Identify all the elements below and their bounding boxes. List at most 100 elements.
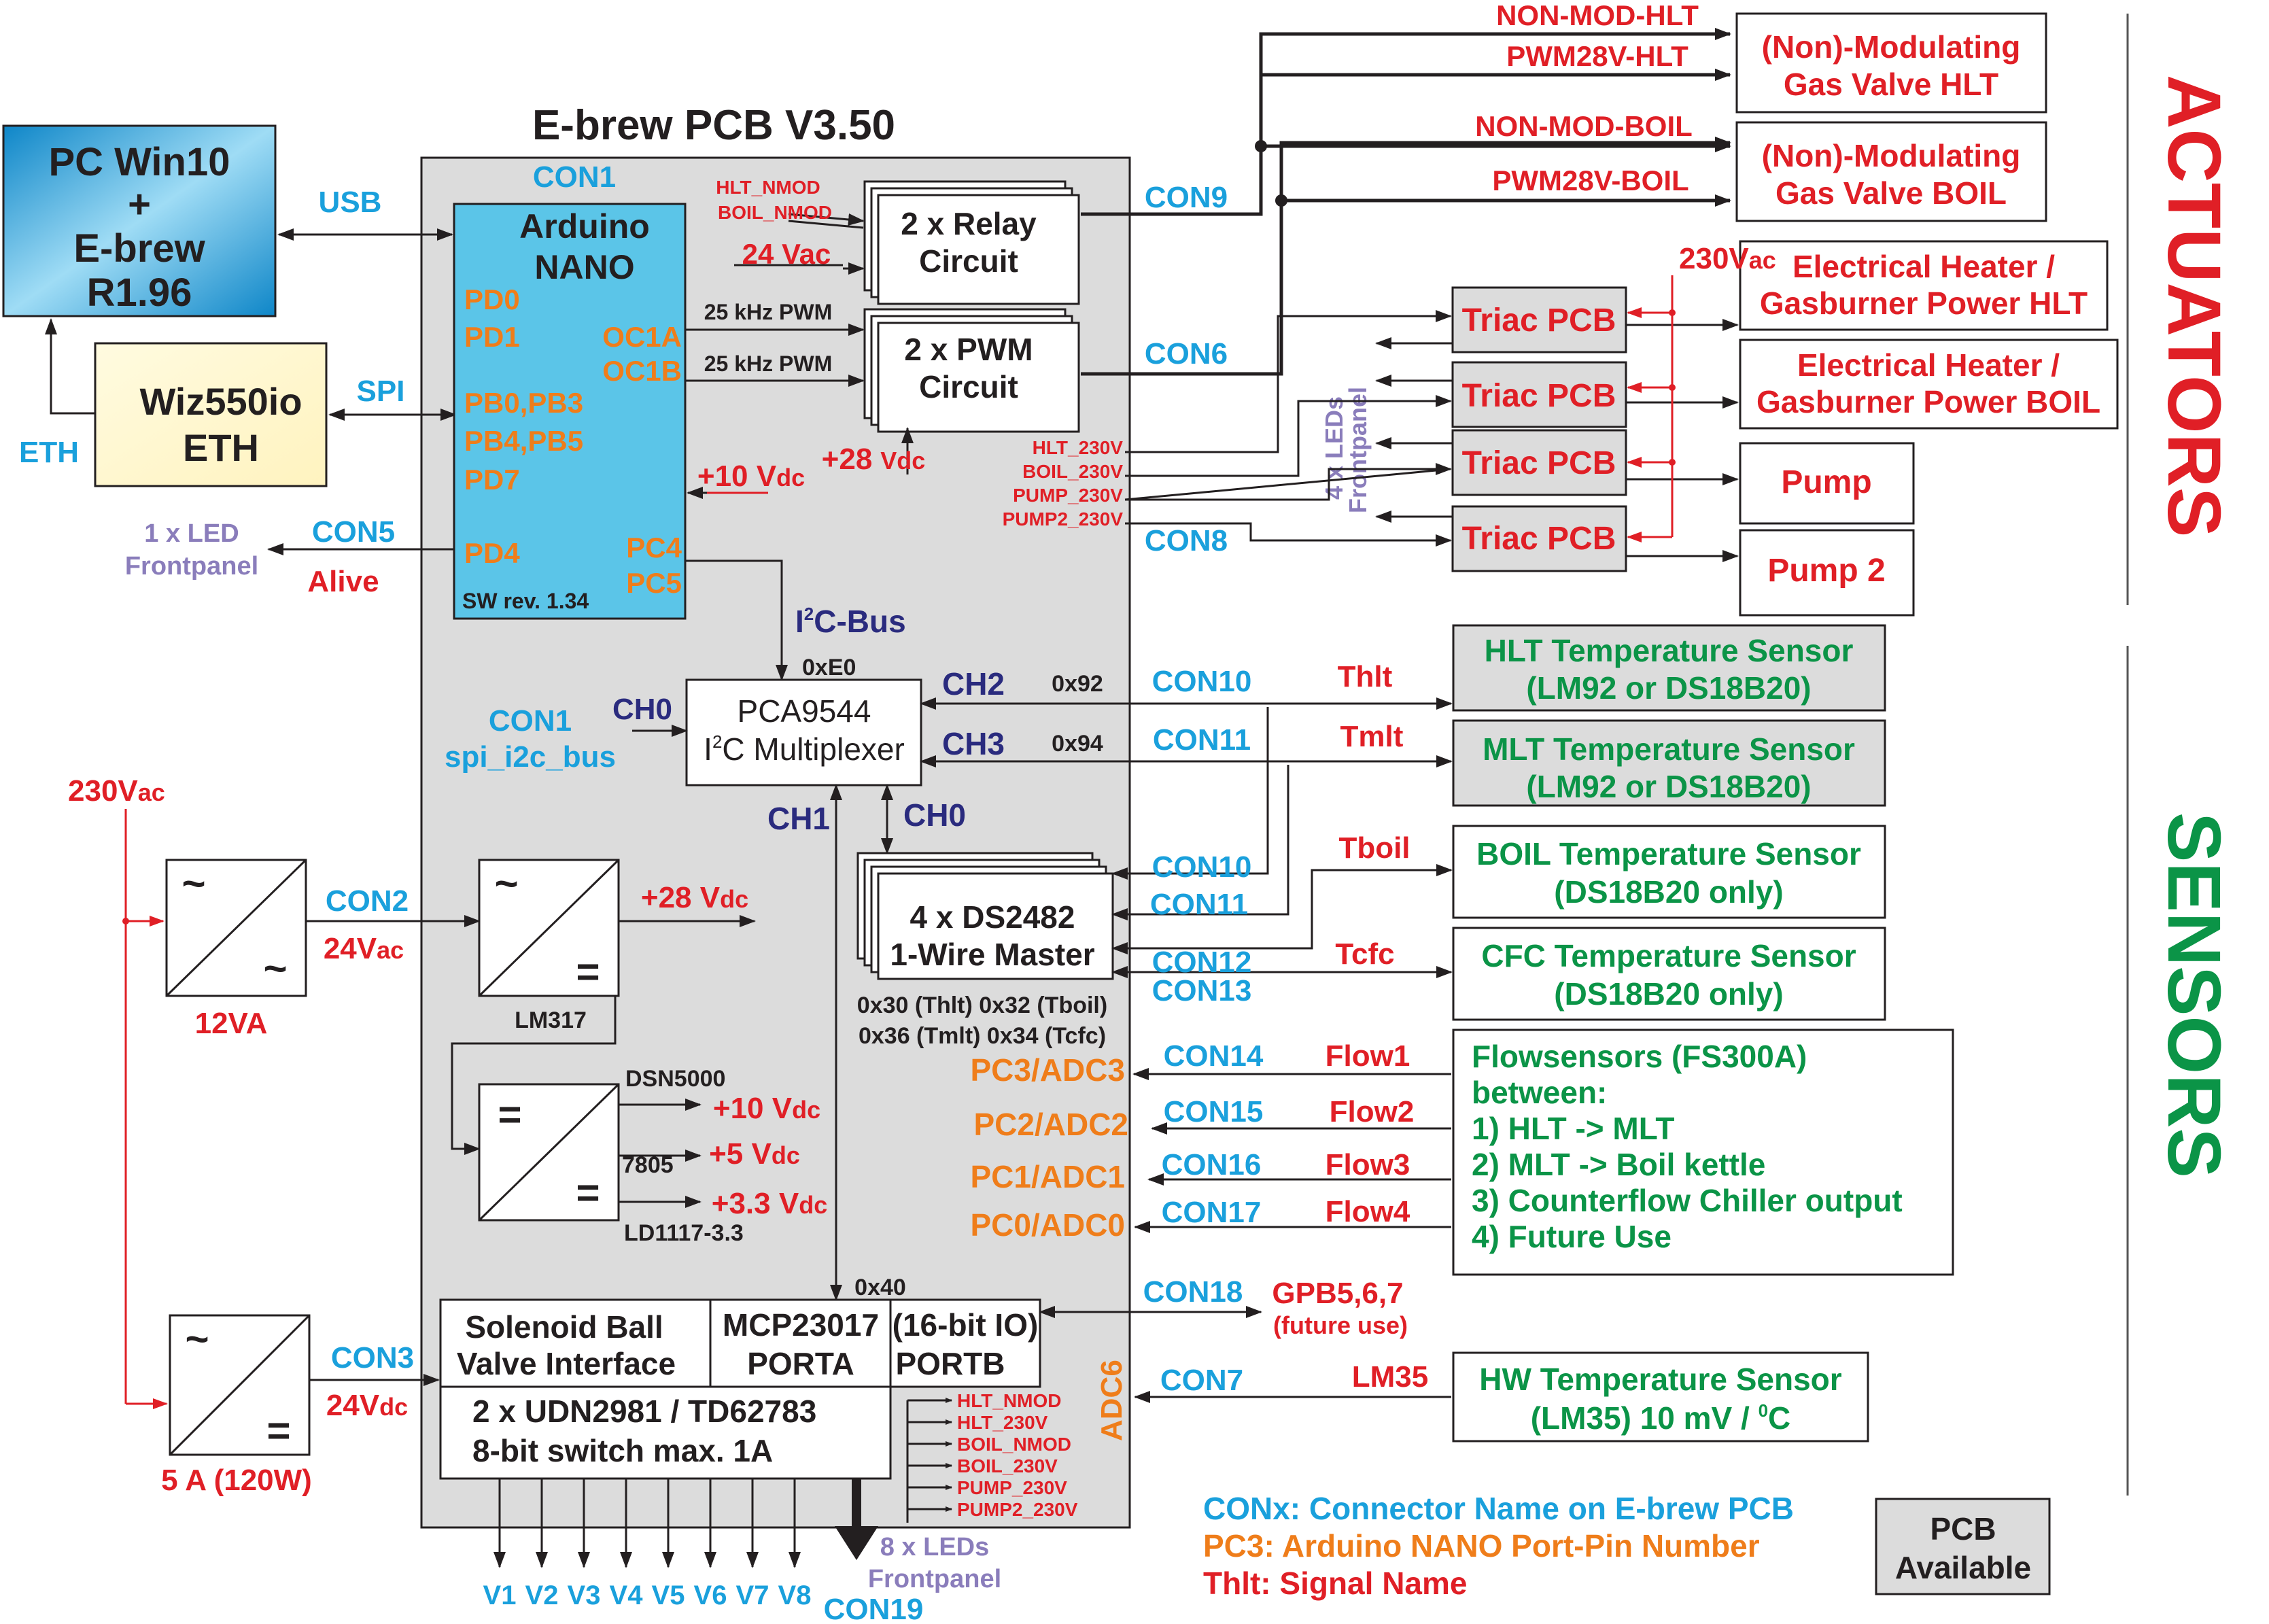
lm317-label: LM317 (515, 1007, 587, 1033)
pump2-230v-label: PUMP2_230V (1003, 508, 1124, 530)
valve-v8: V8 (778, 1580, 812, 1610)
dsn-feed-wire (451, 996, 617, 1155)
gas-boil-line1: (Non)-Modulating (1762, 138, 2021, 173)
cfc-sensor-line1: CFC Temperature Sensor (1481, 938, 1856, 973)
lm317-dc-out: = (576, 949, 600, 995)
vac230-top-label: 230Vac (1679, 242, 1776, 275)
flow-line3: 1) HLT -> MLT (1472, 1111, 1675, 1146)
addr-92: 0x92 (1052, 671, 1103, 697)
heater-hlt-box: Electrical Heater / Gasburner Power HLT (1739, 240, 2109, 331)
ds2482-box: 4 x DS2482 1-Wire Master (856, 852, 1114, 980)
hlt-sensor-line2: (LM92 or DS18B20) (1526, 670, 1811, 706)
pump2-label: Pump 2 (1767, 553, 1885, 589)
pump-label: Pump (1781, 464, 1871, 500)
con9-wire-a (1081, 28, 1731, 216)
wiz550io-box: Wiz550io ETH (94, 342, 328, 487)
cfc-sensor-box: CFC Temperature Sensor (DS18B20 only) (1452, 927, 1886, 1021)
flow4-label: Flow4 (1326, 1195, 1410, 1228)
addr-40: 0x40 (854, 1275, 906, 1300)
con6-wire (1081, 137, 1731, 376)
vdc10-label: +10 Vdc (697, 460, 805, 493)
ds-addr-line1: 0x30 (Thlt) 0x32 (Tboil) (857, 992, 1107, 1018)
valve-v2: V2 (525, 1580, 559, 1610)
psu-5a: ~ = (169, 1314, 311, 1456)
gas-valve-boil-box: (Non)-Modulating Gas Valve BOIL (1735, 121, 2047, 222)
pcb-available-legend: PCB Available (1875, 1498, 2051, 1595)
heater-boil-line2: Gasburner Power BOIL (1756, 384, 2100, 419)
pc-line1: PC Win10 (49, 140, 230, 184)
eth-label: ETH (19, 436, 79, 469)
triac-pcb-4: Triac PCB (1451, 505, 1627, 572)
junction-1 (1255, 140, 1267, 152)
pwm28v-hlt-label: PWM28V-HLT (1506, 40, 1688, 72)
gas-boil-line2: Gas Valve BOIL (1776, 175, 2007, 211)
i2c-bus-wire (685, 559, 788, 681)
psu1-ac-out: ~ (263, 946, 287, 991)
flow3-label: Flow3 (1326, 1148, 1410, 1181)
wiz-line1: Wiz550io (139, 380, 302, 423)
dsn5000-label: DSN5000 (625, 1066, 725, 1092)
con13-label: CON13 (1152, 974, 1252, 1007)
legend-line3: Thlt: Signal Name (1203, 1566, 1467, 1601)
con10a-label: CON10 (1152, 665, 1252, 698)
pwm2-label: 25 kHz PWM (704, 351, 832, 376)
pump2-230v-wire (1125, 522, 1452, 547)
arduino-nano-box: CON1 Arduino NANO PD0 PD1 OC1A OC1B PB0,… (453, 160, 687, 620)
vac230-left-label: 230Vac (68, 774, 165, 808)
junction-r1 (1669, 309, 1676, 316)
heater-boil-line1: Electrical Heater / (1797, 347, 2060, 383)
con8-label: CON8 (1145, 524, 1228, 557)
a5-label: 5 A (120W) (161, 1464, 312, 1497)
con11a-label: CON11 (1153, 723, 1251, 757)
valve-v4: V4 (610, 1580, 644, 1610)
pin-pb0: PB0,PB3 (464, 387, 583, 419)
boil-sensor-line2: (DS18B20 only) (1554, 874, 1783, 910)
pca9544-box: PCA9544 I2C Multiplexer (685, 678, 922, 787)
tboil-label: Tboil (1338, 831, 1410, 865)
pwm1-label: 25 kHz PWM (704, 300, 832, 324)
con6-label: CON6 (1145, 337, 1228, 370)
con12-wire (1111, 864, 1453, 954)
pc-line3: E-brew (73, 226, 205, 271)
con16-label: CON16 (1162, 1148, 1262, 1181)
pc2-label: PC2/ADC2 (973, 1107, 1128, 1142)
junction-2 (1275, 194, 1287, 207)
con9-label: CON9 (1145, 181, 1228, 214)
udn-line1: 2 x UDN2981 / TD62783 (472, 1394, 816, 1429)
v33-label: +3.3 Vdc (712, 1187, 827, 1220)
gas-hlt-line2: Gas Valve HLT (1784, 67, 1998, 102)
arduino-title2: NANO (534, 248, 634, 286)
triac-pcb-2: Triac PCB (1451, 361, 1627, 428)
valve-v1: V1 (483, 1580, 517, 1610)
mux-line2: I2C Multiplexer (704, 731, 905, 767)
valve-v6: V6 (694, 1580, 727, 1610)
mlt-sensor-box: MLT Temperature Sensor (LM92 or DS18B20) (1452, 719, 1886, 807)
pin-pd1: PD1 (464, 321, 520, 353)
lm317-ac-in: ~ (494, 861, 518, 906)
valve-v7: V7 (736, 1580, 769, 1610)
boil-230v-label: BOIL_230V (1022, 461, 1123, 482)
pc1-label: PC1/ADC1 (970, 1159, 1125, 1194)
pcb-available-line2: Available (1895, 1550, 2031, 1585)
pc0-label: PC0/ADC0 (970, 1207, 1125, 1243)
con19-label: CON19 (824, 1593, 924, 1624)
dc-regulators-box: = = (478, 1083, 620, 1222)
ds2482-line1: 4 x DS2482 (910, 899, 1075, 935)
gas-valve-hlt-box: (Non)-Modulating Gas Valve HLT (1735, 12, 2047, 114)
sw-rev: SW rev. 1.34 (462, 589, 589, 613)
legend-line1: CONx: Connector Name on E-brew PCB (1203, 1491, 1794, 1526)
ld1117-label: LD1117-3.3 (624, 1220, 744, 1246)
addr-94: 0x94 (1052, 731, 1103, 757)
flow-sensor-box: Flowsensors (FS300A) between: 1) HLT -> … (1452, 1029, 1954, 1276)
pcb-available-line1: PCB (1930, 1511, 1996, 1547)
sensors-label: SENSORS (2152, 812, 2236, 1178)
sv-out-label-5: PUMP_230V (957, 1477, 1067, 1498)
junction-r3 (1669, 459, 1676, 466)
psu2-ac-in: ~ (185, 1316, 209, 1362)
con7-label: CON7 (1160, 1364, 1243, 1397)
gpb-label: GPB5,6,7 (1272, 1277, 1403, 1310)
hw-sensor-line1: HW Temperature Sensor (1479, 1362, 1841, 1397)
sv-out-label-2: HLT_230V (957, 1412, 1048, 1433)
sv-line1: Solenoid Ball (465, 1309, 663, 1345)
valve-v5: V5 (652, 1580, 685, 1610)
